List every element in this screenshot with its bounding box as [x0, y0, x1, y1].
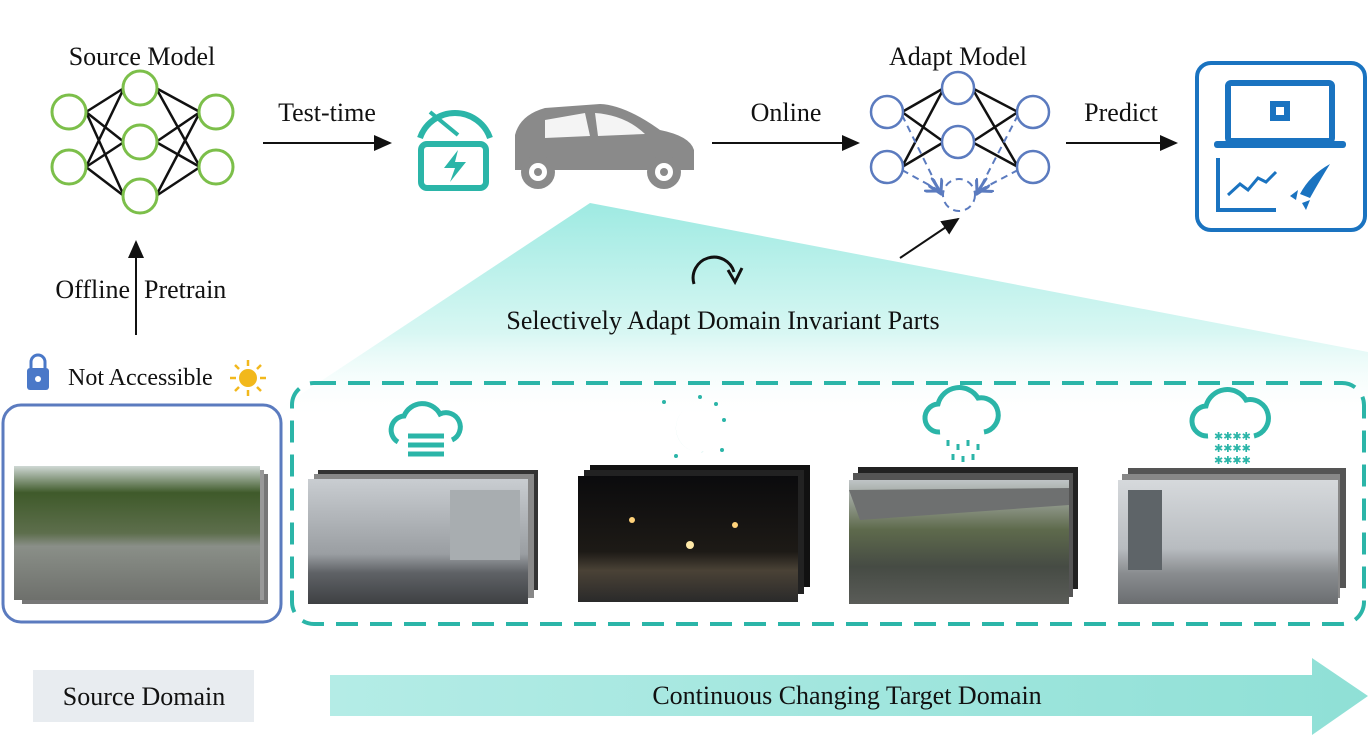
target-domain-frame	[290, 381, 1366, 626]
lock-icon	[27, 353, 49, 390]
fog-domain-image-stack	[308, 470, 538, 604]
prediction-output-icon	[1195, 61, 1367, 232]
selectively-adapt-label: Selectively Adapt Domain Invariant Parts	[506, 306, 939, 335]
test-time-label: Test-time	[278, 98, 376, 127]
source-domain-label-box	[33, 670, 254, 722]
speedometer-battery-icon	[417, 110, 493, 191]
car-icon	[515, 104, 694, 189]
svg-text:✱✱✱✱: ✱✱✱✱	[1214, 454, 1251, 467]
source-domain-label: Source Domain	[63, 682, 225, 711]
adapt-network-icon	[869, 70, 1051, 212]
rain-domain-image-stack	[849, 467, 1078, 604]
fog-cloud-icon	[388, 401, 463, 457]
source-domain-image-stack	[14, 466, 268, 604]
snow-domain-image-stack	[1118, 468, 1346, 604]
svg-text:✱✱✱✱: ✱✱✱✱	[1214, 442, 1251, 455]
cycle-arrow-icon	[691, 255, 736, 285]
camera-view-beam	[262, 203, 1368, 420]
adapt-model-title: Adapt Model	[889, 42, 1027, 71]
target-domain-label: Continuous Changing Target Domain	[652, 681, 1041, 710]
source-network-icon	[50, 69, 235, 215]
pretrain-label: Pretrain	[144, 275, 226, 304]
night-domain-image-stack	[578, 465, 810, 602]
not-accessible-label: Not Accessible	[68, 365, 213, 391]
svg-text:✱✱✱✱: ✱✱✱✱	[1214, 430, 1251, 443]
predict-label: Predict	[1084, 98, 1158, 127]
source-model-title: Source Model	[69, 42, 216, 71]
night-moon-icon	[662, 395, 726, 458]
adapt-pointer-arrow	[899, 217, 960, 259]
rain-cloud-icon	[922, 385, 1001, 462]
sun-icon	[230, 360, 266, 396]
snow-cloud-icon: ✱✱✱✱✱✱✱✱✱✱✱✱	[1189, 387, 1271, 467]
target-domain-timeline-arrow	[330, 658, 1368, 735]
online-label: Online	[751, 98, 822, 127]
offline-label: Offline	[55, 275, 130, 304]
